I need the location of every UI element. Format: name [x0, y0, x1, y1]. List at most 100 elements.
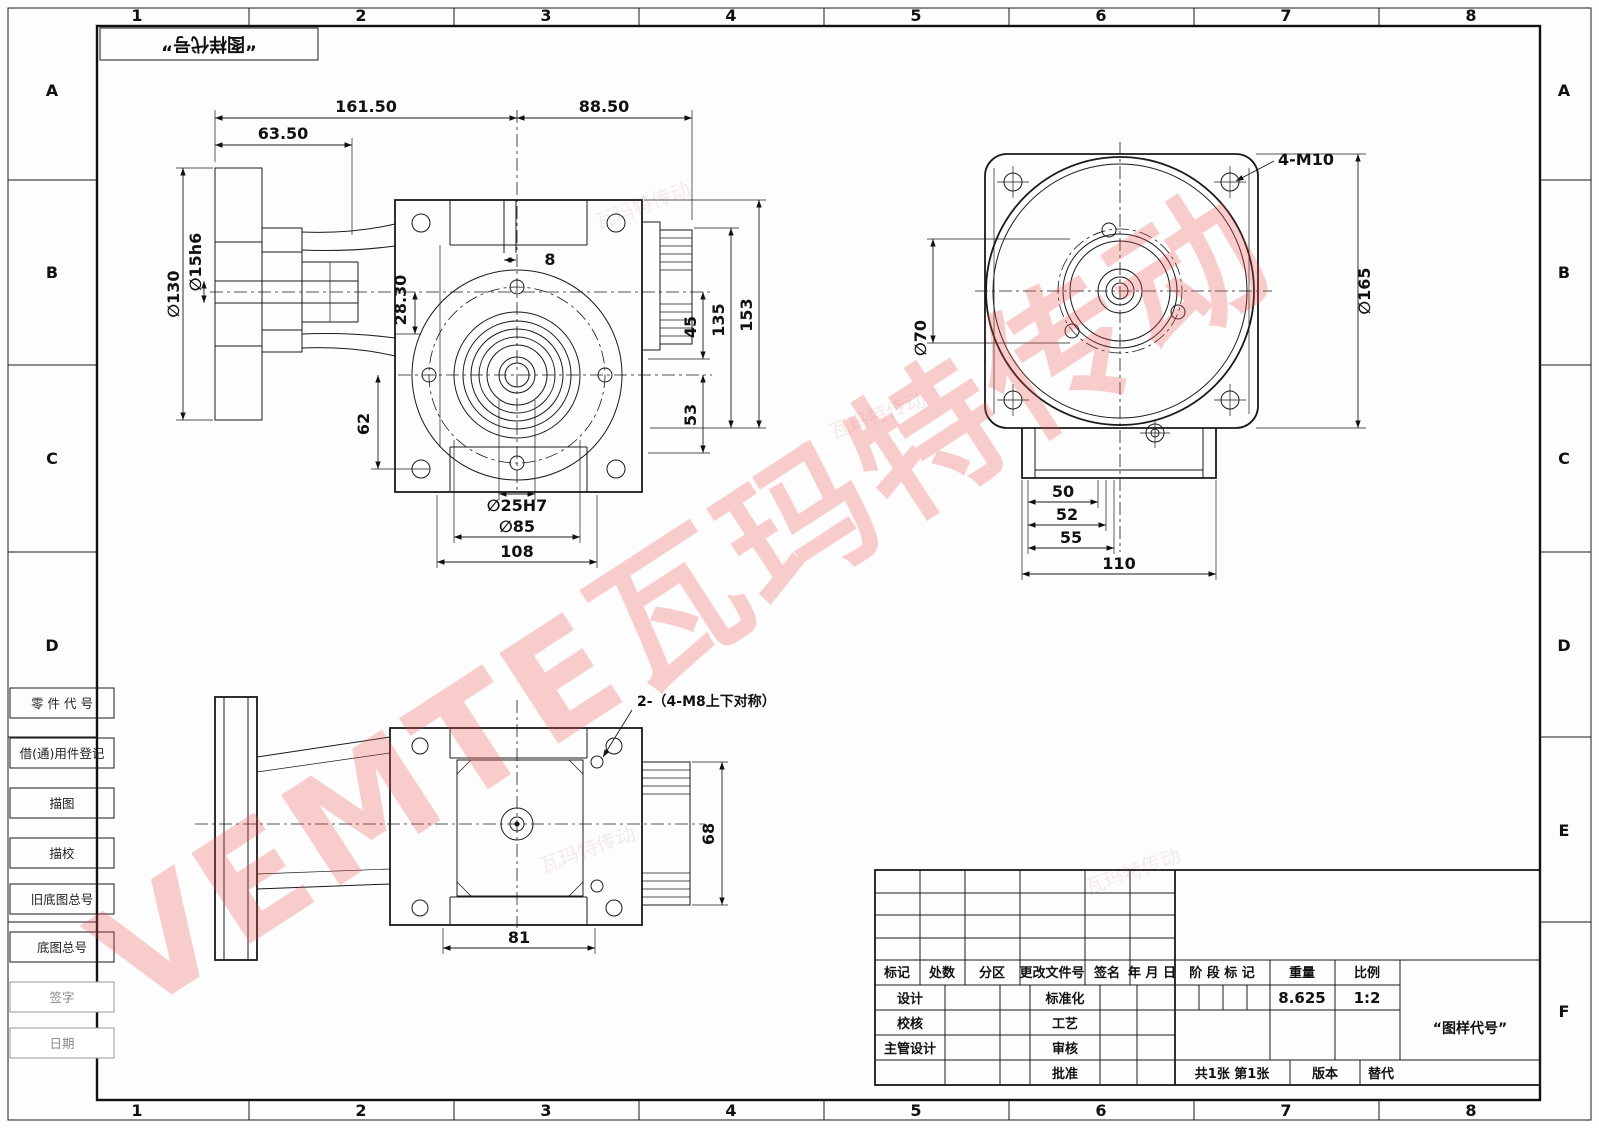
flange-side: [214, 696, 258, 961]
margin-label-sign: 签字: [49, 990, 74, 1005]
input-shaft-bore: [215, 251, 359, 331]
tb-approve: 批准: [1052, 1066, 1078, 1082]
dim-label: 108: [500, 542, 533, 561]
tb-audit: 审核: [1052, 1041, 1078, 1057]
row-label: A: [1558, 81, 1571, 100]
tb-date: 年 月 日: [1128, 965, 1176, 981]
dim-label: ∅70: [911, 320, 930, 356]
tb-chief: 主管设计: [884, 1041, 936, 1057]
neck-side: [256, 736, 391, 890]
dim-label: 4-M10: [1278, 150, 1334, 169]
column-label: 4: [725, 1101, 736, 1120]
tb-replace: 替代: [1368, 1066, 1394, 1082]
output-flange-section: [214, 167, 303, 421]
bottom-view: 81 68 2-（4-M8上下对称）: [195, 693, 776, 961]
margin-label-boxes: 零 件 代 号 借(通)用件登记 描图 描校 旧底图总号 底图总号 签字 日期: [9, 687, 115, 1059]
dim-label: 81: [508, 928, 530, 947]
corner-bolt-holes: [997, 166, 1246, 416]
column-label: 1: [131, 1101, 142, 1120]
tb-weight-value: 8.625: [1278, 989, 1325, 1007]
dim-label: 161.50: [335, 97, 397, 116]
bottom-mount-bracket: [1021, 420, 1217, 479]
column-label: 6: [1095, 6, 1106, 25]
row-label: C: [46, 449, 58, 468]
dim-label: 62: [354, 413, 373, 435]
dim-label: 52: [1056, 505, 1078, 524]
input-adapter: [641, 221, 693, 351]
dim-label: ∅130: [164, 270, 183, 317]
dim-label: 8: [544, 250, 555, 269]
flange-neck: [301, 223, 396, 357]
column-label: 7: [1280, 6, 1291, 25]
input-adapter-bottom: [641, 761, 691, 906]
title-block: 标记 处数 分区 更改文件号 签名 年 月 日 设计 标准化 校核 工艺 主管设…: [874, 869, 1541, 1086]
row-label: A: [46, 81, 59, 100]
column-label: 8: [1465, 1101, 1476, 1120]
column-label: 3: [540, 1101, 551, 1120]
tb-design: 设计: [897, 991, 923, 1007]
dim-label: 135: [709, 303, 728, 336]
tb-process: 工艺: [1052, 1016, 1078, 1032]
column-label: 2: [355, 1101, 366, 1120]
row-label: B: [46, 263, 58, 282]
column-label: 4: [725, 6, 736, 25]
watermark-small: 瓦玛特传动: [537, 821, 639, 878]
tb-doc-no: 更改文件号: [1019, 965, 1084, 981]
watermark-small: 瓦玛特传动: [1082, 843, 1184, 900]
tb-sheets: 共1张 第1张: [1195, 1066, 1271, 1082]
dim-label: 45: [681, 316, 700, 338]
dim-label: ∅25H7: [487, 496, 548, 515]
margin-label-part-code: 零 件 代 号: [31, 696, 93, 711]
tb-stage: 阶 段 标 记: [1189, 965, 1255, 981]
dim-label: 153: [737, 298, 756, 331]
dim-label: 50: [1052, 482, 1074, 501]
margin-label-borrow: 借(通)用件登记: [20, 746, 105, 761]
gearbox-housing: [394, 199, 643, 493]
tb-zone: 分区: [979, 965, 1005, 981]
column-label: 6: [1095, 1101, 1106, 1120]
row-label: E: [1559, 821, 1570, 840]
dim-label: ∅85: [499, 517, 535, 536]
row-label: B: [1558, 263, 1570, 282]
tb-scale-label: 比例: [1354, 965, 1380, 981]
tb-version: 版本: [1312, 1066, 1338, 1082]
dim-label: 28.30: [391, 275, 410, 326]
margin-label-date: 日期: [49, 1036, 74, 1051]
row-label: D: [45, 636, 58, 655]
dim-label: ∅165: [1355, 267, 1374, 314]
front-view: 50 52 55 110 ∅165 ∅70 4-M10: [911, 142, 1374, 580]
margin-label-base: 底图总号: [37, 940, 87, 955]
drawing-code-stamp: “图样代号”: [99, 27, 319, 61]
dim-label: 110: [1102, 554, 1135, 573]
row-label: D: [1557, 636, 1570, 655]
tb-code: “图样代号”: [1433, 1020, 1507, 1037]
column-label: 2: [355, 6, 366, 25]
row-label: F: [1559, 1002, 1570, 1021]
margin-label-old-base: 旧底图总号: [31, 892, 94, 907]
column-label: 5: [910, 6, 921, 25]
row-label: C: [1558, 449, 1570, 468]
dim-label: 55: [1060, 528, 1082, 547]
column-label: 3: [540, 6, 551, 25]
dim-label: 63.50: [258, 124, 309, 143]
tb-signature: 签名: [1093, 965, 1120, 981]
column-label: 8: [1465, 6, 1476, 25]
tb-weight-label: 重量: [1289, 965, 1315, 981]
sheet-frame: 1 2 3 4 5 6 7 8 1 2 3 4 5 6 7 8 A B C D …: [7, 6, 1592, 1121]
margin-label-trace: 描图: [49, 796, 74, 811]
side-view: 161.50 88.50 63.50 ∅130 ∅15h6 28.30 8 62…: [164, 97, 766, 568]
callout-label: 2-（4-M8上下对称）: [637, 693, 776, 710]
tb-scale-value: 1:2: [1354, 989, 1381, 1007]
tb-mark: 标记: [883, 965, 910, 981]
tb-count: 处数: [928, 965, 956, 981]
dim-label: 53: [681, 404, 700, 426]
column-label: 5: [910, 1101, 921, 1120]
column-label: 1: [131, 6, 142, 25]
tb-standardize: 标准化: [1044, 991, 1084, 1007]
watermark: 瓦玛特传动 瓦玛特传动 瓦玛特传动 瓦玛特传动 VEMTE瓦玛特传动: [63, 158, 1301, 1046]
dim-label: 88.50: [579, 97, 630, 116]
dim-label: ∅15h6: [186, 233, 205, 292]
tb-check: 校核: [897, 1016, 923, 1032]
